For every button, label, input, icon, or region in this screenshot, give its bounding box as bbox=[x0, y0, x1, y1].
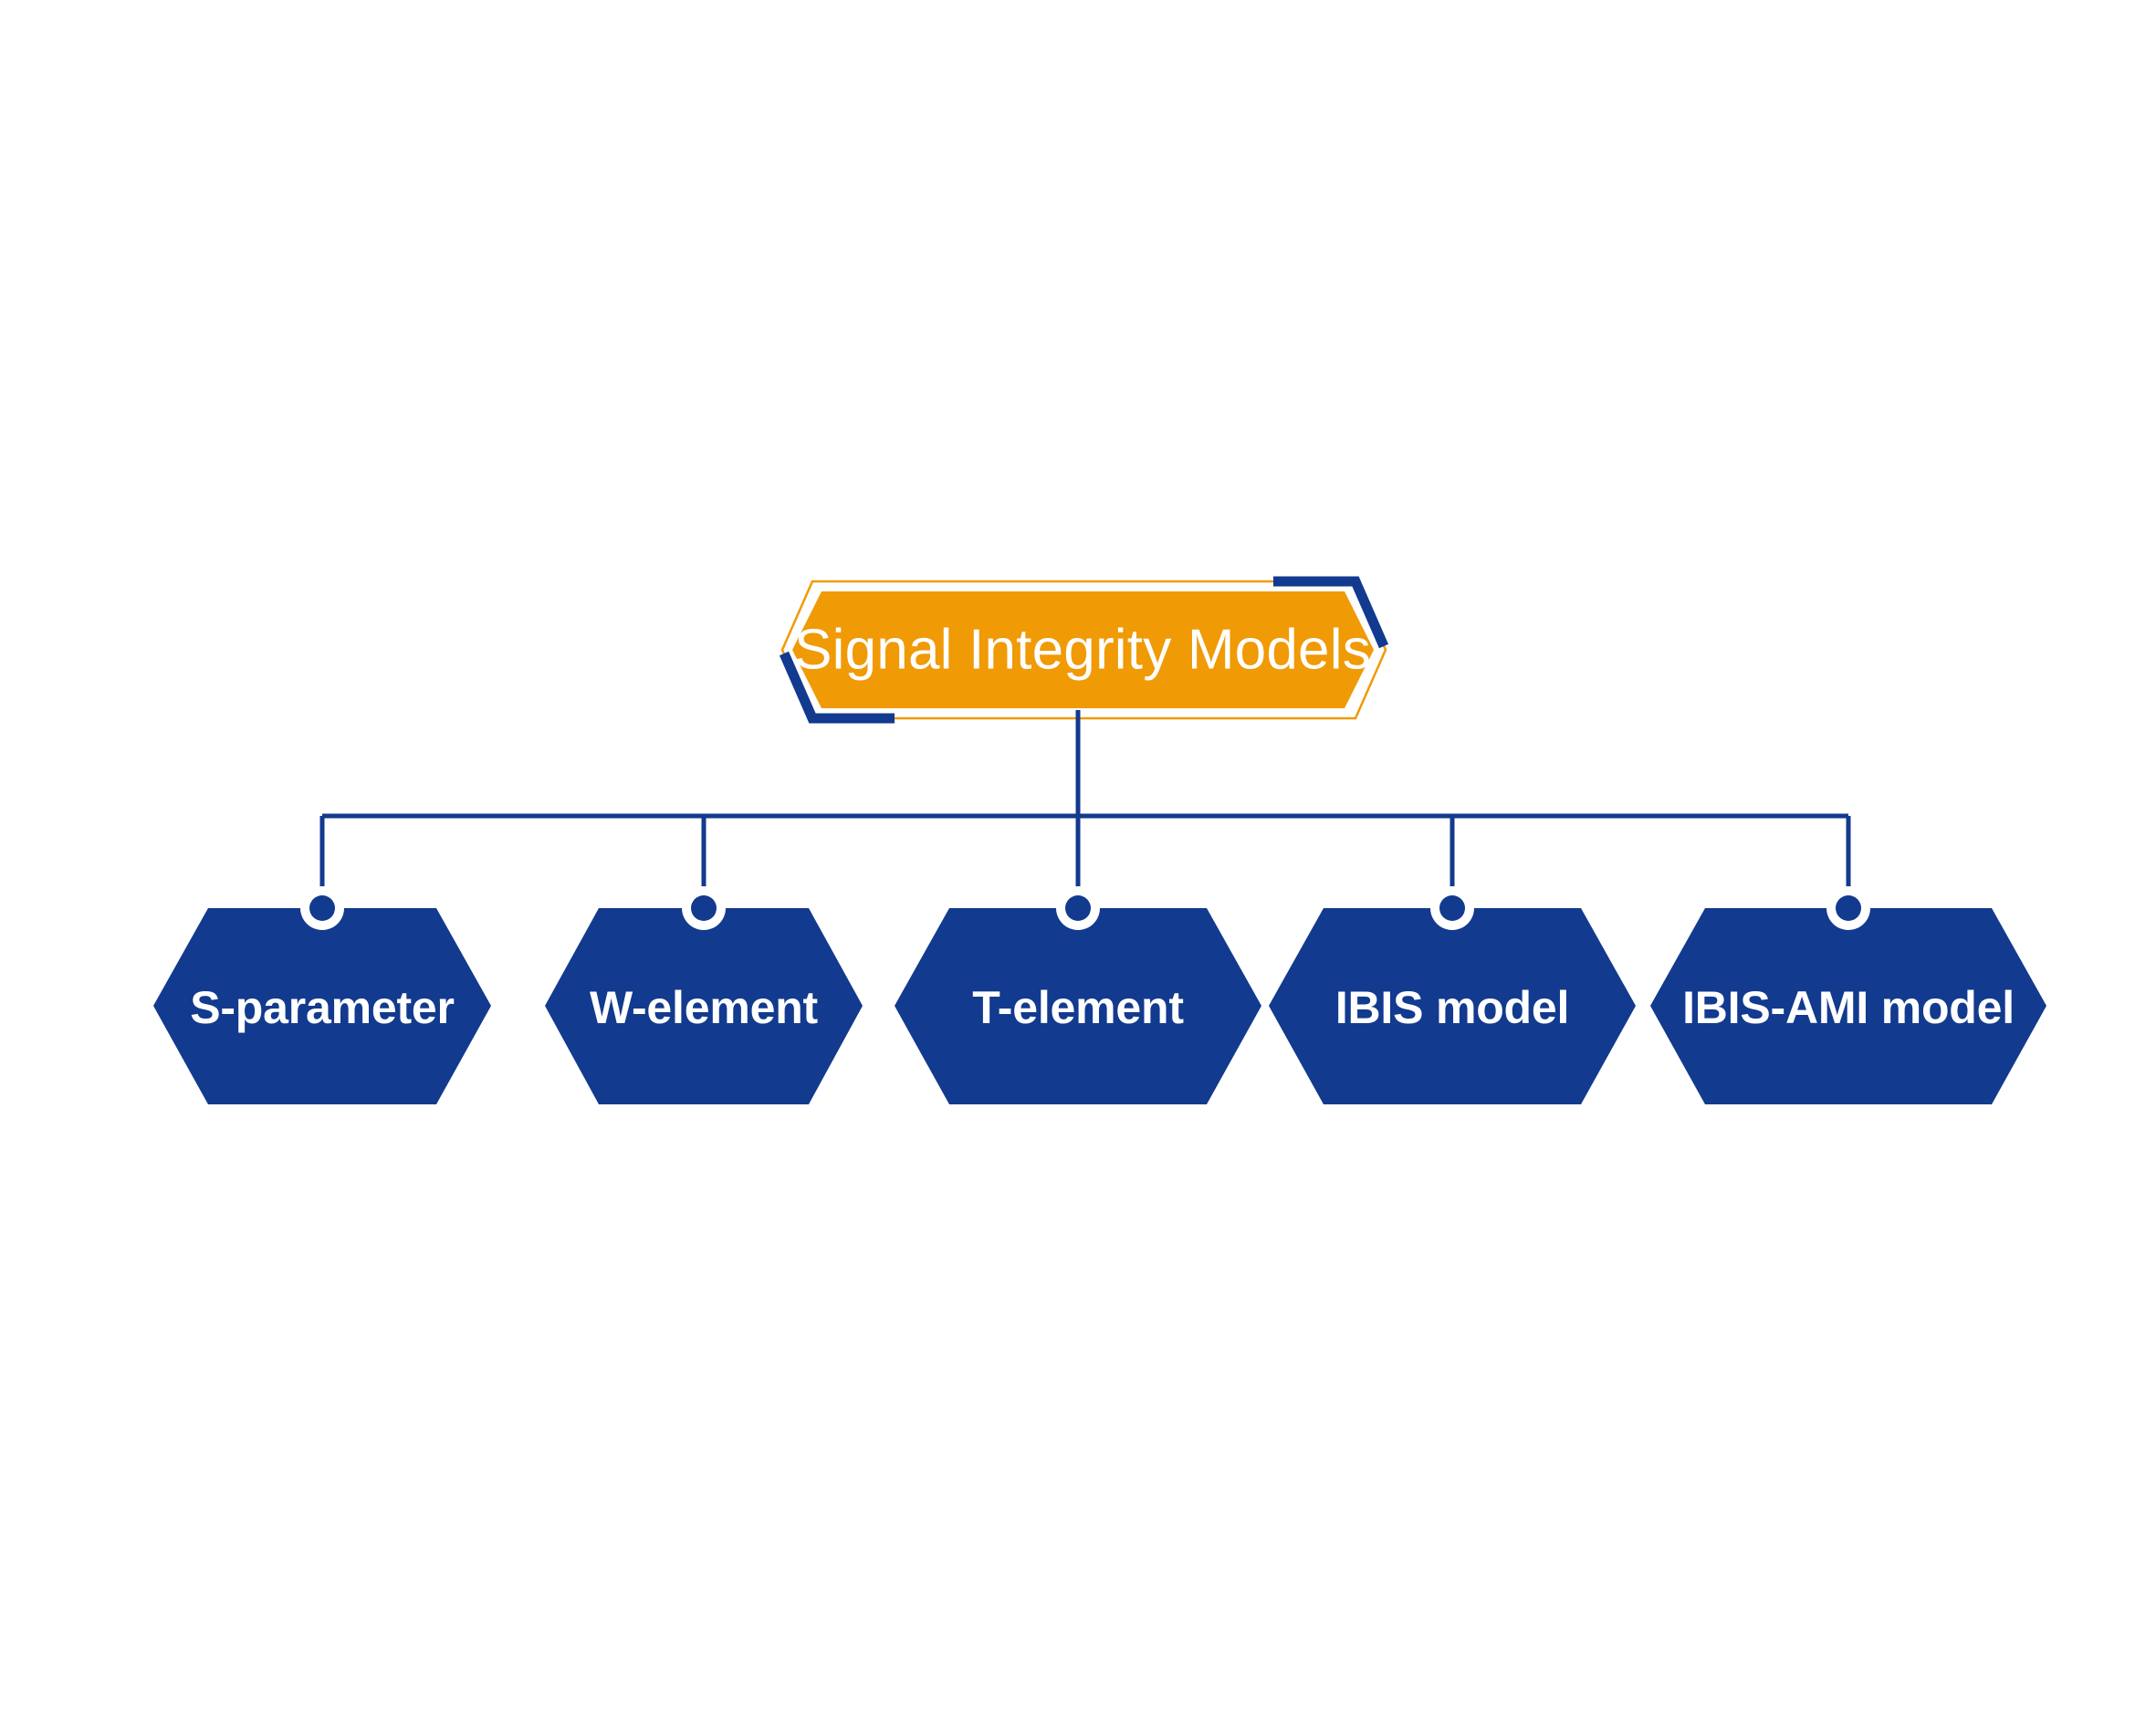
connector-dot-ibis-model bbox=[1430, 886, 1474, 930]
root-node-label: Signal Integrity Models bbox=[794, 619, 1371, 682]
root-node-accent-bottom-left bbox=[779, 651, 895, 724]
child-node-label: IBIS-AMI model bbox=[1682, 982, 2015, 1033]
root-node-fill bbox=[792, 591, 1374, 708]
child-hexagon-shape bbox=[1269, 908, 1636, 1104]
connector-lines bbox=[319, 710, 1851, 908]
root-node-accent-top-right bbox=[1273, 576, 1389, 649]
child-node-ibis-ami-model[interactable]: IBIS-AMI model bbox=[1650, 908, 2046, 1104]
child-hexagon-shape bbox=[895, 908, 1261, 1104]
child-node-s-parameter[interactable]: S-parameter bbox=[153, 908, 491, 1104]
child-hexagon-shape bbox=[153, 908, 491, 1104]
child-node-label: T-element bbox=[972, 982, 1184, 1033]
connector-dot-ibis-ami-model bbox=[1826, 886, 1870, 930]
connector-dot-w-element bbox=[682, 886, 726, 930]
connector-dots bbox=[300, 886, 1870, 930]
child-node-label: S-parameter bbox=[190, 982, 455, 1033]
child-node-ibis-model[interactable]: IBIS model bbox=[1269, 908, 1636, 1104]
root-node-signal-integrity-models[interactable]: Signal Integrity Models bbox=[779, 576, 1389, 724]
connector-dot-s-parameter bbox=[300, 886, 344, 930]
child-node-t-element[interactable]: T-element bbox=[895, 908, 1261, 1104]
child-node-label: IBIS model bbox=[1335, 982, 1569, 1033]
connector-dot-t-element bbox=[1056, 886, 1100, 930]
child-node-w-element[interactable]: W-element bbox=[545, 908, 863, 1104]
child-hexagon-shape bbox=[1650, 908, 2046, 1104]
child-hexagon-shape bbox=[545, 908, 863, 1104]
child-node-label: W-element bbox=[590, 982, 819, 1033]
